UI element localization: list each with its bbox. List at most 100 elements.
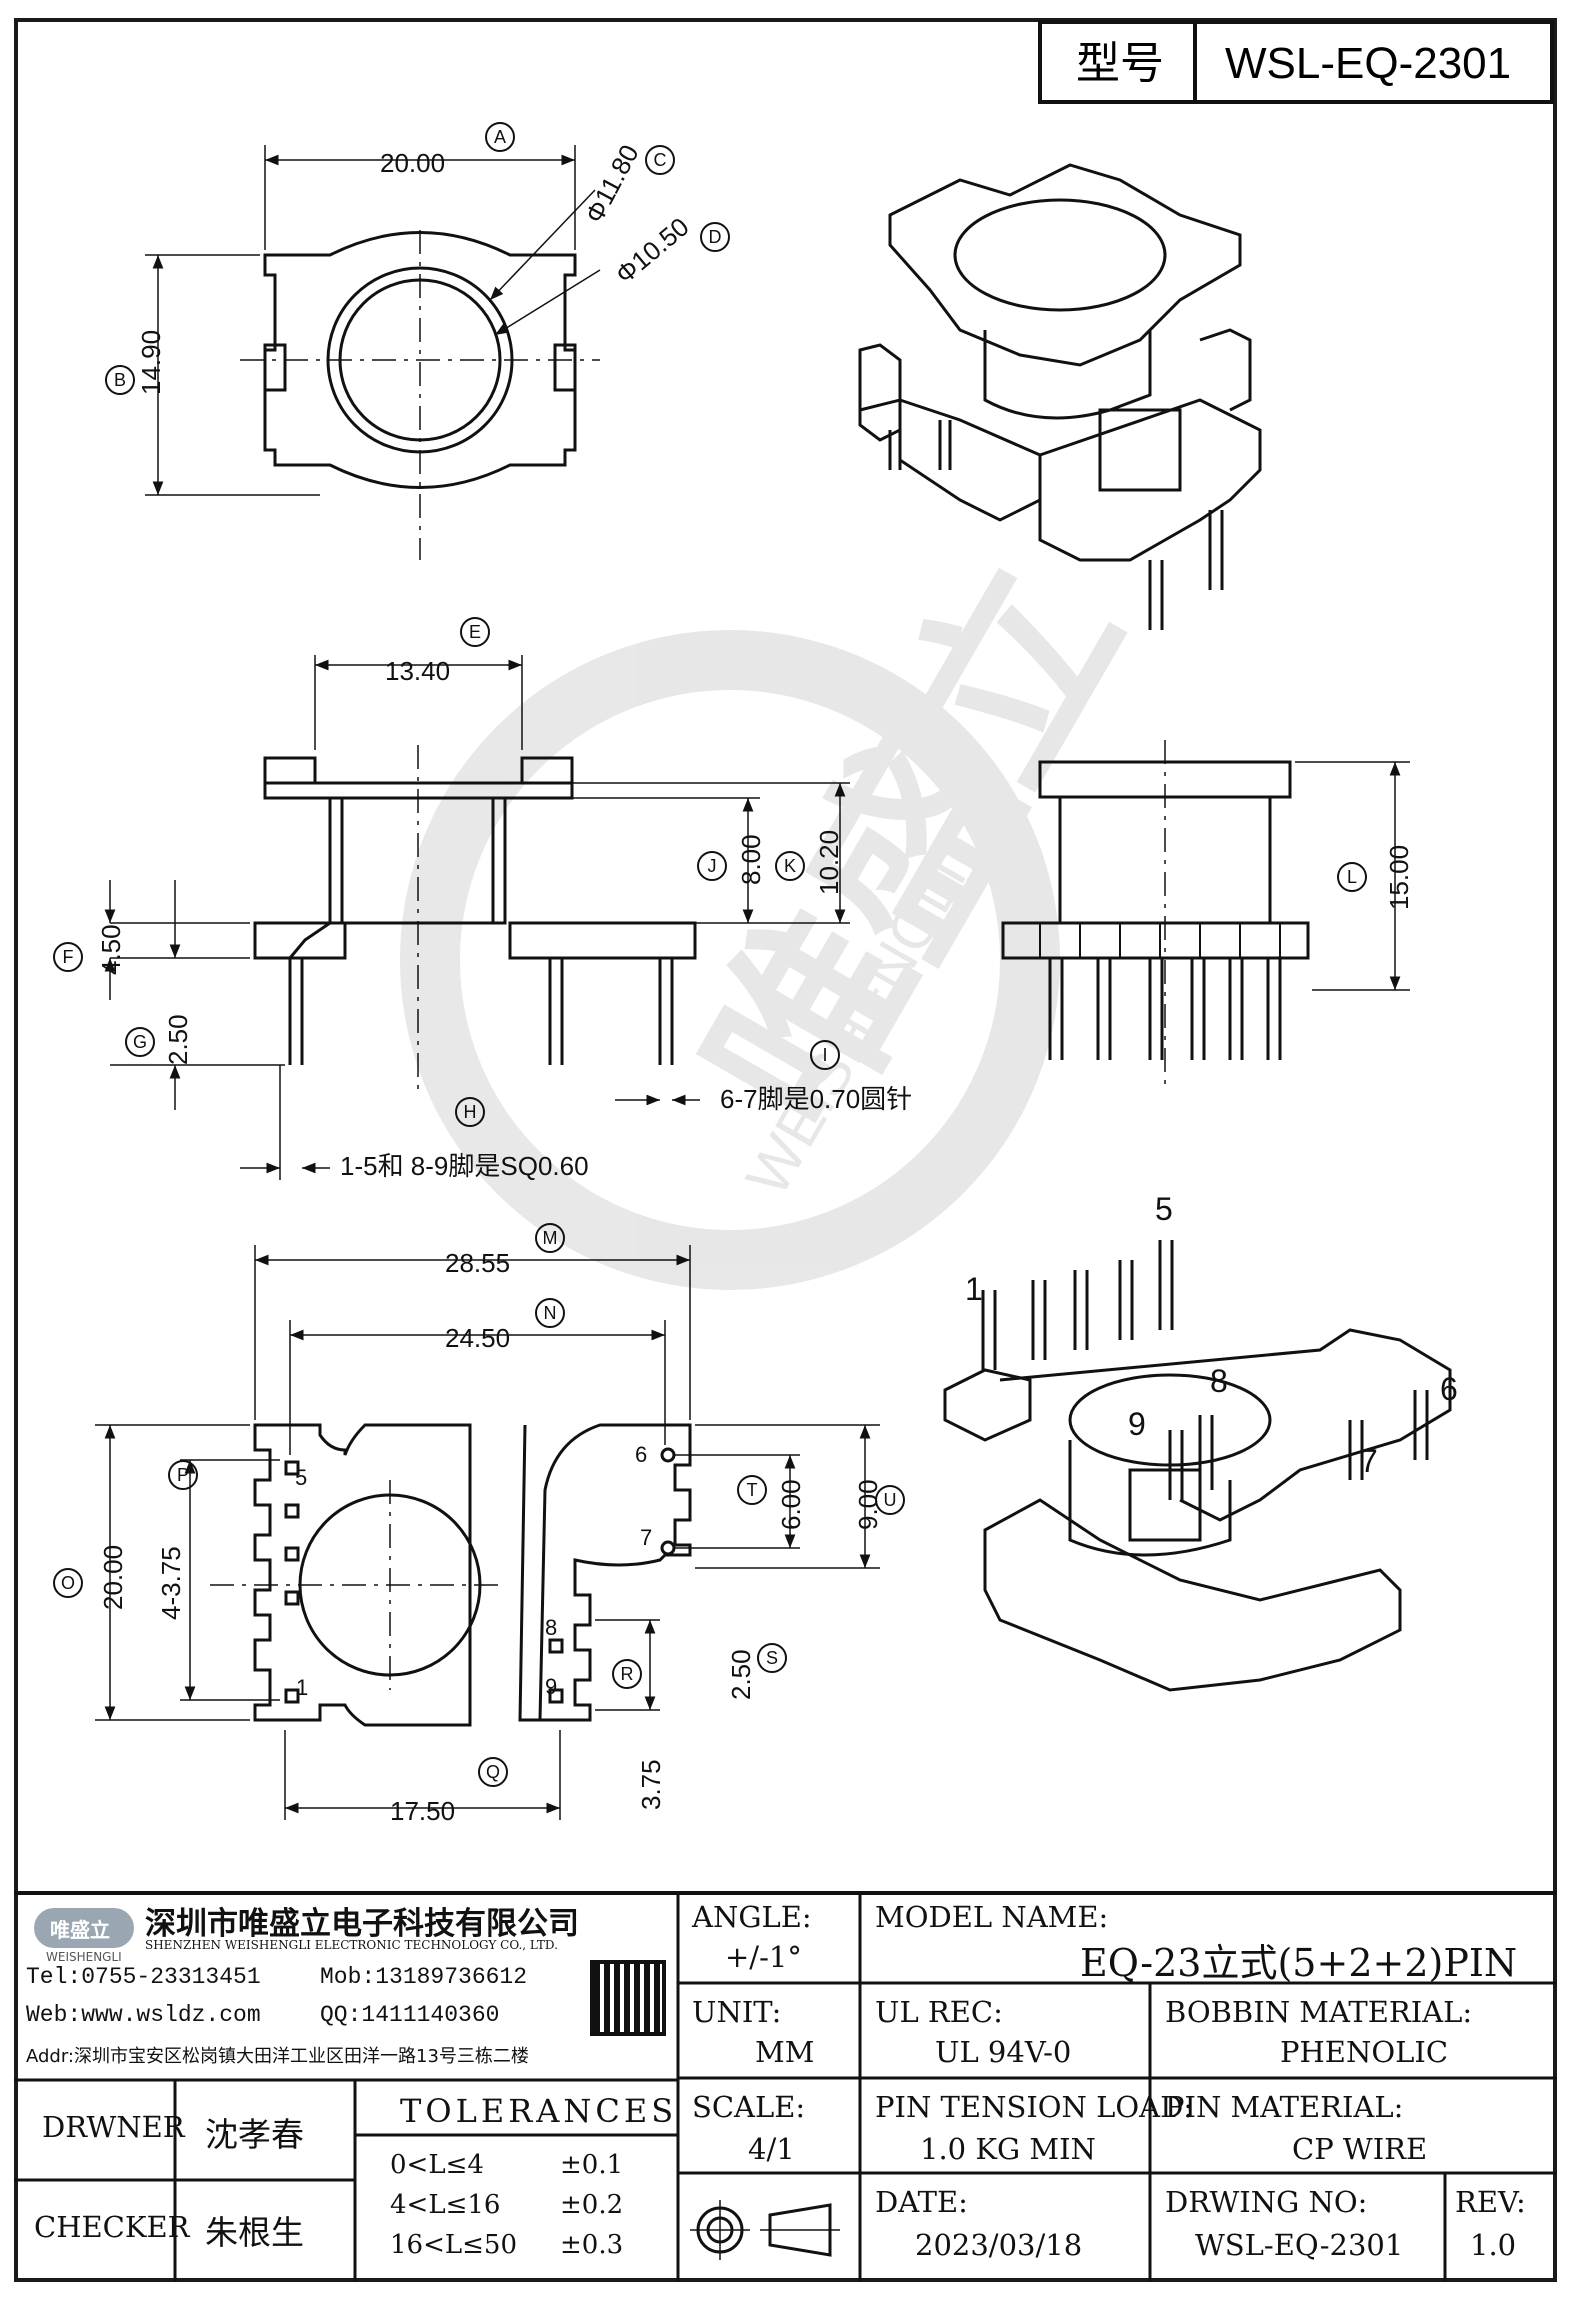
pin-tension-value: 1.0 KG MIN	[920, 2132, 1096, 2166]
logo-sub: WEISHENGLI	[46, 1950, 122, 1964]
pin-label-5: 5	[295, 1465, 307, 1490]
pin-label-9: 9	[545, 1674, 557, 1699]
pin-material-label: PIN MATERIAL:	[1165, 2090, 1404, 2124]
ulrec-value: UL 94V-0	[935, 2035, 1072, 2069]
dim-bot-175: 17.50	[390, 1796, 455, 1826]
isometric-pin-labels: 1 5 6 7 8 9	[965, 1191, 1458, 1479]
marker-c: C	[654, 150, 667, 170]
dim-height-10: 10.20	[814, 830, 844, 895]
markers	[53, 122, 1367, 1787]
end-view	[1001, 740, 1410, 1085]
dim-bot-pitch: 4-3.75	[156, 1546, 186, 1620]
marker-i: I	[822, 1045, 827, 1065]
dim-bot-24: 24.50	[445, 1323, 510, 1353]
model-value: EQ-23立式(5+2+2)PIN	[1080, 1941, 1518, 1985]
model-label: MODEL NAME:	[875, 1900, 1109, 1934]
tol-range-3: 16<L≤50	[390, 2230, 518, 2260]
pin-label-7: 7	[640, 1525, 652, 1550]
dim-dia-inner: Φ10.50	[610, 211, 695, 289]
company-qq: QQ:1411140360	[320, 2002, 500, 2028]
dim-height-8: 8.00	[736, 834, 766, 885]
pin-label-6: 6	[635, 1442, 647, 1467]
logo-cloud-icon	[34, 1908, 134, 1948]
marker-f: F	[63, 947, 74, 967]
dim-flange: 4.50	[96, 924, 126, 975]
pin-material-value: CP WIRE	[1292, 2132, 1428, 2166]
iso-pin-8: 8	[1210, 1363, 1228, 1399]
type-value: WSL-EQ-2301	[1225, 39, 1511, 88]
pin-label-1: 1	[296, 1675, 308, 1700]
company-name-cn: 深圳市唯盛立电子科技有限公司	[145, 1906, 579, 1942]
qr-code	[590, 1960, 666, 2036]
marker-p: P	[177, 1465, 189, 1485]
dim-side-height: 15.00	[1384, 845, 1414, 910]
drawing-sheet	[14, 18, 1557, 2282]
marker-h: H	[464, 1102, 477, 1122]
iso-pin-5: 5	[1155, 1191, 1173, 1227]
company-mob: Mob:13189736612	[320, 1964, 528, 1990]
marker-letters: A B C D E F G H I J K L M N O P Q R S T …	[61, 127, 1357, 1782]
iso-pin-1: 1	[965, 1271, 983, 1307]
drwno-value: WSL-EQ-2301	[1195, 2228, 1404, 2262]
marker-l: L	[1347, 867, 1357, 887]
type-box: 型号 WSL-EQ-2301	[1038, 20, 1554, 104]
pin-tension-label: PIN TENSION LOAD:	[875, 2090, 1194, 2124]
marker-q: Q	[486, 1762, 500, 1782]
bottom-view	[95, 1245, 880, 1820]
angle-value: +/-1°	[725, 1940, 802, 1974]
date-label: DATE:	[875, 2185, 968, 2219]
date-value: 2023/03/18	[915, 2228, 1083, 2262]
rev-value: 1.0	[1470, 2228, 1517, 2262]
dim-top-width: 20.00	[380, 148, 445, 178]
marker-n: N	[544, 1303, 557, 1323]
dim-bot-375: 3.75	[636, 1759, 666, 1810]
tol-range-2: 4<L≤16	[390, 2190, 501, 2220]
unit-value: MM	[755, 2035, 815, 2069]
tol-val-1: ±0.1	[560, 2150, 624, 2180]
dim-top-height: 14.90	[136, 330, 166, 395]
marker-j: J	[708, 856, 717, 876]
company-name-en: SHENZHEN WEISHENGLI ELECTRONIC TECHNOLOG…	[145, 1938, 558, 1952]
dim-bot-20: 20.00	[98, 1545, 128, 1610]
bottom-view-labels: 28.55 24.50 20.00 4-3.75 6.00 9.00 2.50 …	[98, 1248, 883, 1826]
company-address: Addr:深圳市宝安区松岗镇大田洋工业区田洋一路13号三栋二楼	[26, 2046, 529, 2067]
company-web: Web:www.wsldz.com	[26, 2002, 261, 2028]
drawner-label: DRWNER	[42, 2110, 185, 2144]
company-tel: Tel:0755-23313451	[26, 1964, 261, 1990]
marker-b: B	[114, 370, 126, 390]
unit-label: UNIT:	[692, 1995, 782, 2029]
marker-a: A	[494, 127, 506, 147]
bobbin-label: BOBBIN MATERIAL:	[1165, 1995, 1473, 2029]
marker-s: S	[766, 1648, 778, 1668]
marker-r: R	[621, 1664, 634, 1684]
logo-text: 唯盛立	[50, 1918, 110, 1942]
title-block-grid	[14, 1891, 1557, 2282]
tol-range-1: 0<L≤4	[390, 2150, 484, 2180]
pin-label-8: 8	[545, 1615, 557, 1640]
drawner-value: 沈孝春	[205, 2115, 304, 2154]
marker-k: K	[784, 856, 796, 876]
marker-g: G	[133, 1032, 147, 1052]
marker-u: U	[884, 1490, 897, 1510]
type-label: 型号	[1076, 39, 1164, 88]
scale-value: 4/1	[748, 2132, 795, 2166]
pin-note-15: 1-5和 8-9脚是SQ0.60	[340, 1151, 589, 1181]
isometric-bottom-view	[943, 1240, 1452, 1692]
dim-bot-6: 6.00	[776, 1479, 806, 1530]
pin-note-67: 6-7脚是0.70圆针	[720, 1084, 912, 1114]
dim-bot-250: 2.50	[726, 1649, 756, 1700]
company-logo: 唯盛立 WEISHENGLI	[28, 1900, 138, 1968]
tol-val-3: ±0.3	[560, 2230, 624, 2260]
scale-label: SCALE:	[692, 2090, 806, 2124]
dim-bot-28: 28.55	[445, 1248, 510, 1278]
side-view	[104, 655, 850, 1180]
dim-dia-outer: Φ11.80	[579, 140, 645, 228]
drwno-label: DRWING NO:	[1165, 2185, 1368, 2219]
side-view-labels: 13.40 8.00 10.20 4.50 2.50 6-7脚是0.70圆针 1…	[96, 656, 912, 1181]
marker-m: M	[543, 1228, 558, 1248]
tol-val-2: ±0.2	[560, 2190, 624, 2220]
marker-o: O	[61, 1573, 75, 1593]
marker-e: E	[469, 622, 481, 642]
top-view	[145, 145, 601, 560]
